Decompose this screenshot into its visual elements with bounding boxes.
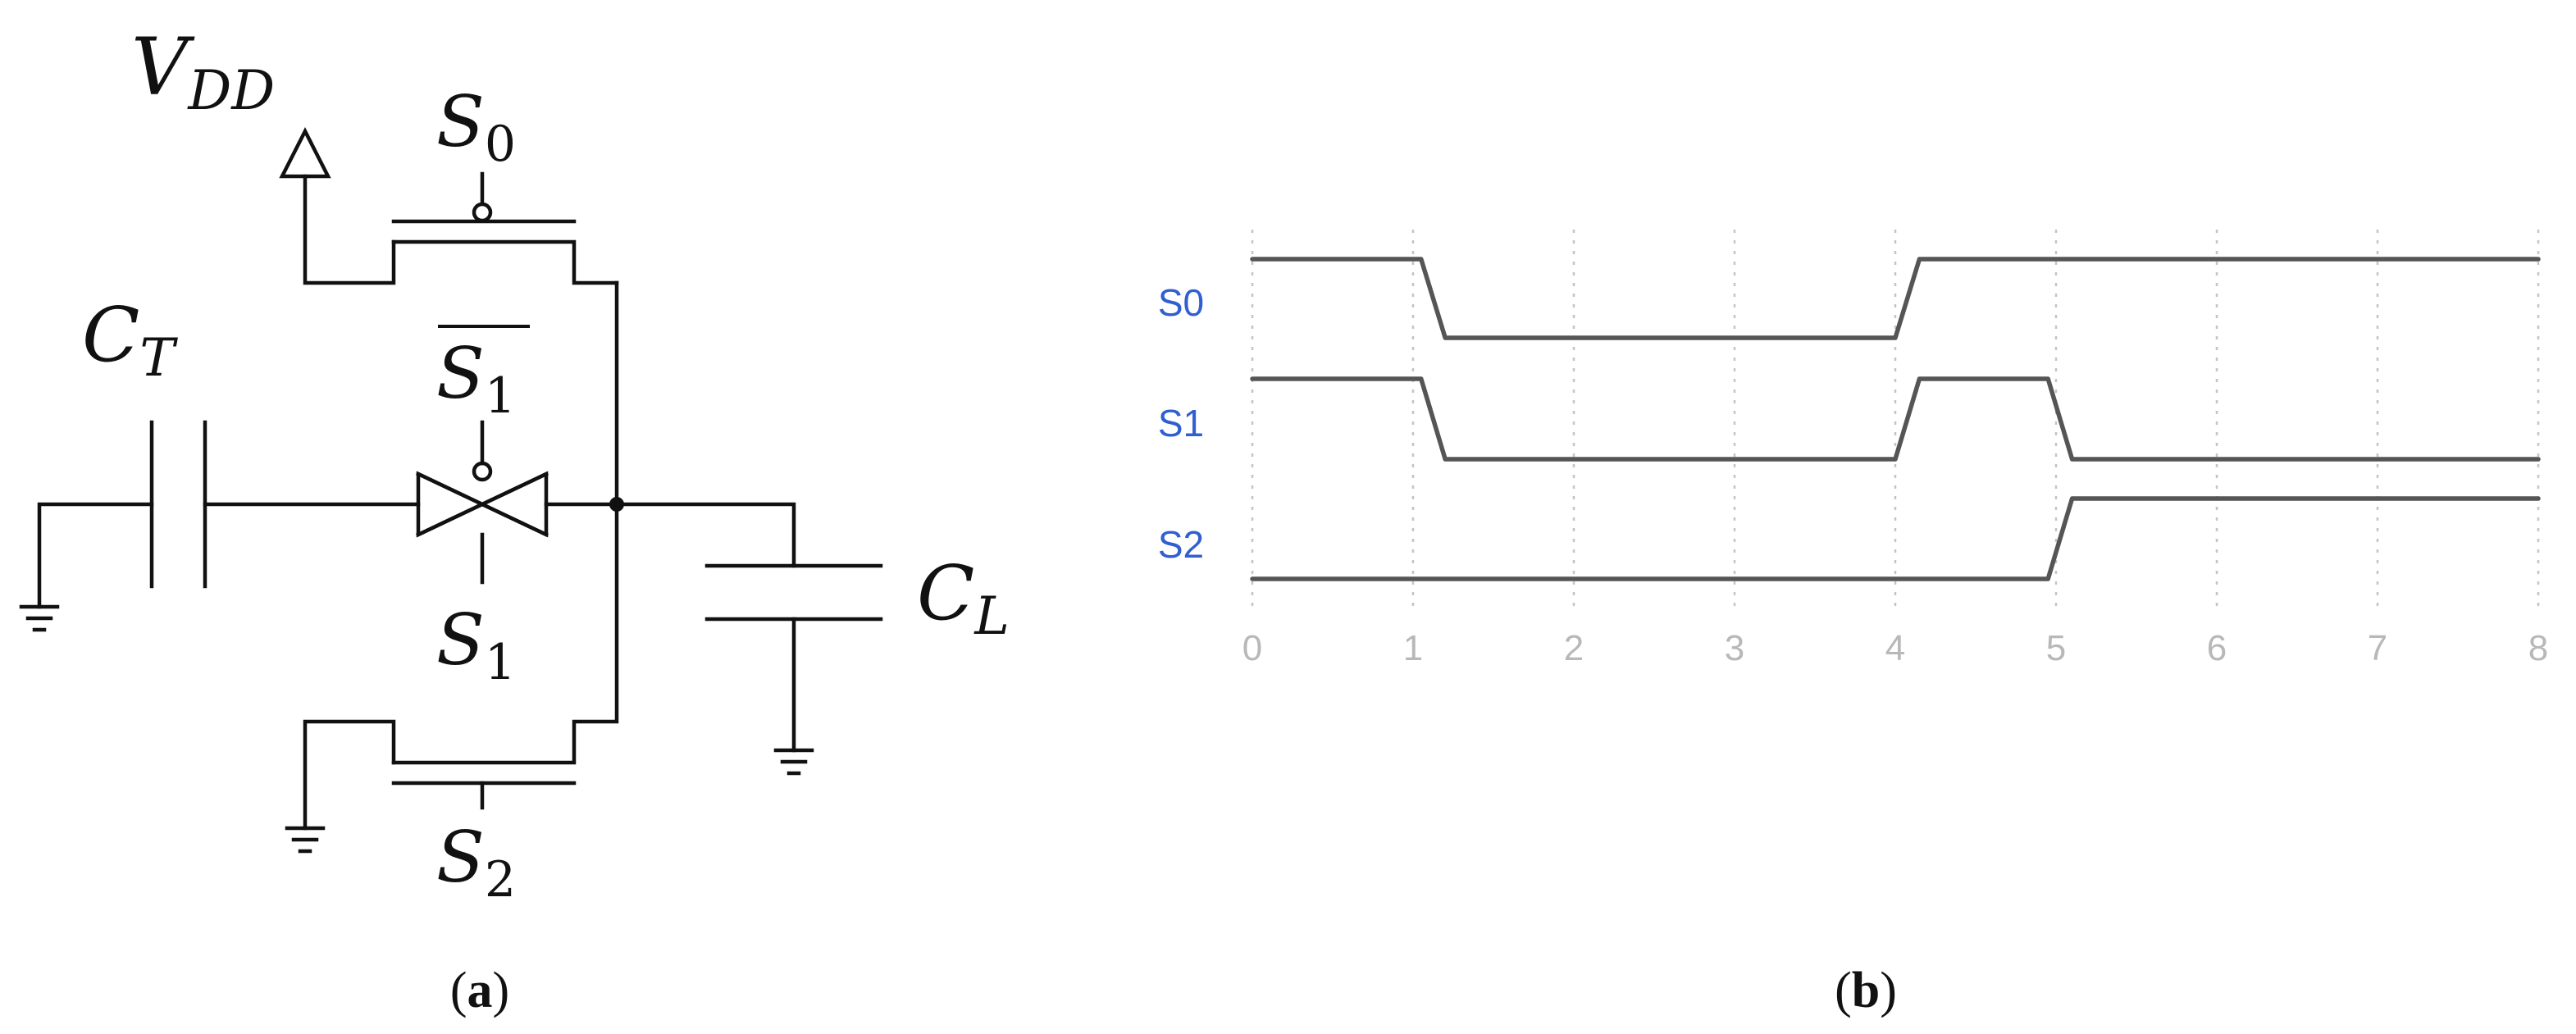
signal-trace-s1	[1250, 376, 2541, 462]
signal-label-s0: S0	[1158, 281, 1204, 324]
caption-a: (a)	[450, 963, 509, 1018]
tgate-cross-b	[416, 471, 549, 537]
vdd-arrow-icon	[279, 127, 331, 179]
ground-icon	[19, 604, 60, 632]
timing-traces	[1250, 257, 2541, 581]
x-tick-label: 0	[1242, 628, 1262, 668]
vdd-wire	[303, 174, 396, 285]
cl-top-wire	[614, 502, 796, 568]
node-vertical-wire	[391, 280, 619, 765]
svg-text:S1: S1	[436, 333, 516, 425]
label-ct: CT	[82, 291, 178, 389]
label-s0: S0	[436, 81, 516, 173]
capacitor-cl	[614, 502, 883, 776]
vdd-supply-symbol	[279, 127, 396, 285]
capacitor-ct	[19, 420, 421, 632]
x-tick-label: 1	[1403, 628, 1423, 668]
caption-b: (b)	[1835, 963, 1897, 1018]
ground-icon	[285, 826, 326, 854]
pmos-channel	[391, 239, 619, 285]
x-tick-label: 3	[1725, 628, 1744, 668]
ground-icon	[773, 748, 814, 776]
signal-label-s2: S2	[1158, 523, 1204, 566]
x-tick-label: 2	[1564, 628, 1584, 668]
nmos-source-wire	[303, 719, 396, 831]
label-cl: CL	[917, 549, 1010, 647]
tgate-triangle-left	[416, 471, 487, 538]
timing-grid	[1251, 230, 2540, 607]
circuit-schematic: VDD S0 CT S1 S1 S2 CL	[19, 21, 1010, 909]
x-tick-label: 4	[1885, 628, 1905, 668]
ct-left-wire	[37, 502, 154, 609]
label-s1: S1	[436, 599, 516, 691]
signal-trace-s0	[1250, 257, 2541, 340]
signal-label-s1: S1	[1158, 402, 1204, 444]
nmos-transistor-s2	[285, 719, 577, 854]
tgate-bubble-icon	[472, 461, 493, 482]
pmos-transistor-s0	[391, 171, 619, 285]
timing-x-ticks: 0 1 2 3 4 5 6 7 8	[1242, 628, 2548, 668]
label-vdd: VDD	[131, 21, 275, 122]
x-tick-label: 5	[2046, 628, 2066, 668]
x-tick-label: 8	[2528, 628, 2548, 668]
transmission-gate-s1	[416, 420, 619, 585]
label-s2: S2	[436, 817, 516, 909]
pmos-bubble-icon	[472, 202, 493, 223]
label-s1-bar: S1	[436, 325, 530, 425]
x-tick-label: 7	[2368, 628, 2387, 668]
signal-trace-s2	[1250, 496, 2541, 581]
tgate-triangle-right	[477, 471, 549, 538]
x-tick-label: 6	[2207, 628, 2227, 668]
